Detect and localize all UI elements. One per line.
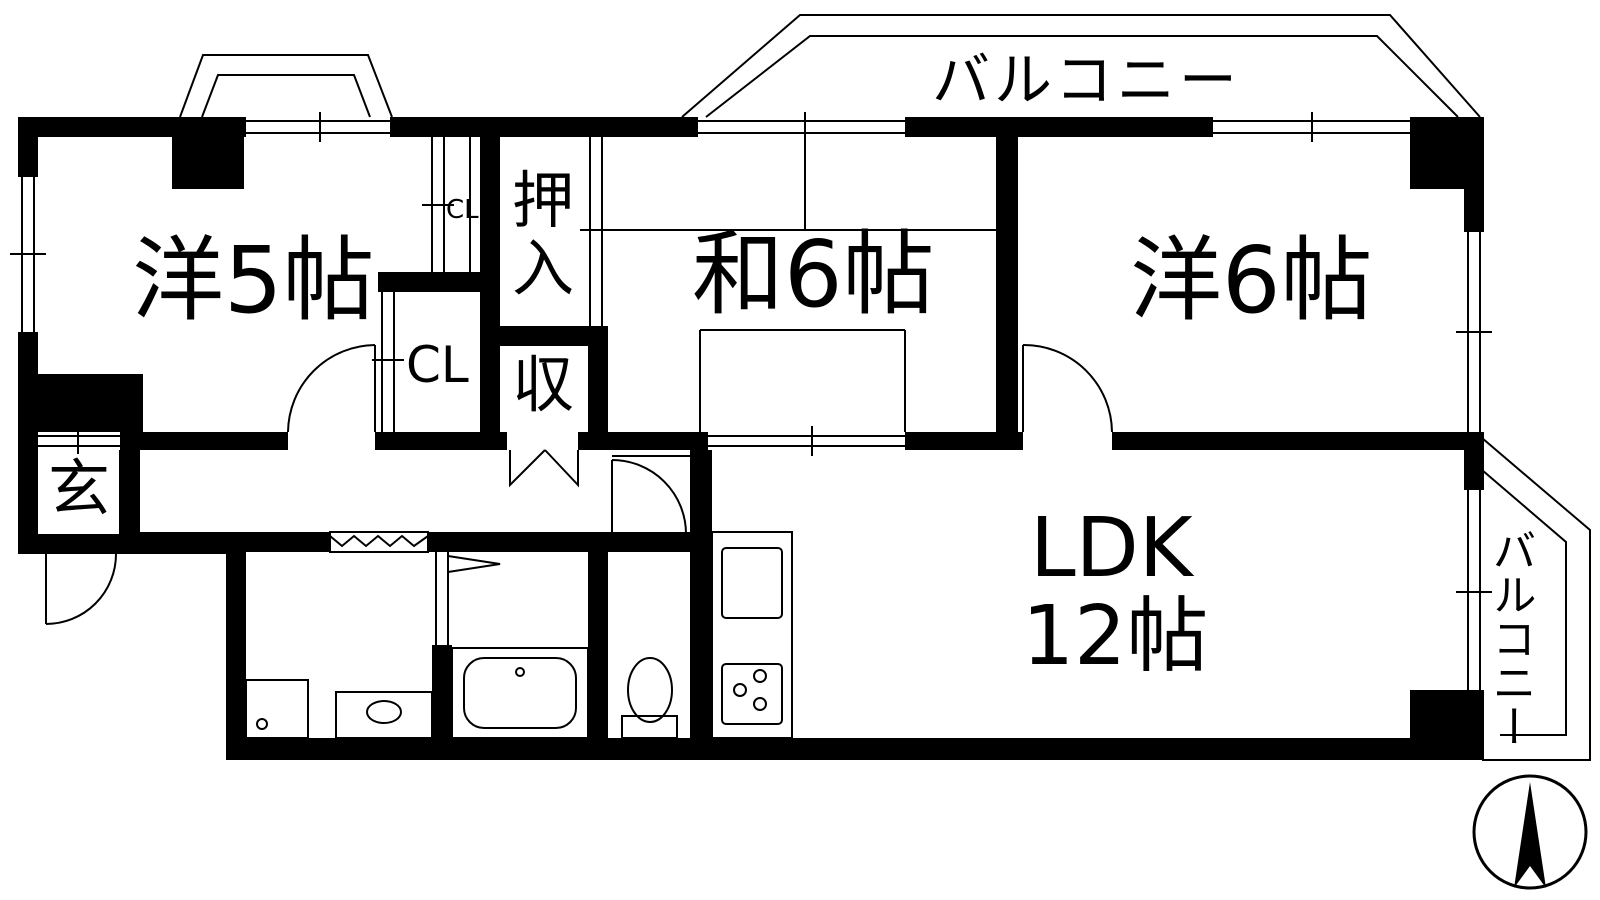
room-label-western-5: 洋5帖 [132,227,375,334]
oshiire-label-top: 押 [512,164,574,237]
balcony-small-outline [179,54,393,118]
washbasin-icon [335,691,433,739]
oshiire-label-bottom: 入 [512,232,574,305]
door-swings [45,343,1113,625]
entrance-label: 玄 [48,452,110,525]
washing-machine-icon [245,679,309,739]
storage-label: 収 [512,348,574,421]
balcony-top-label: バルコニー [932,46,1241,114]
interior-lines [38,137,996,645]
north-arrow-icon [1472,774,1588,890]
bathtub-icon [451,647,589,739]
walls [18,117,1484,760]
stove-icon [721,663,783,725]
room-label-western-6: 洋6帖 [1130,227,1373,334]
fixtures [245,531,793,739]
room-label-ldk-size: 12帖 [1022,589,1208,684]
kitchen-counter [711,531,793,739]
balcony-top-outline [681,14,1481,118]
room-label-japanese-6: 和6帖 [692,221,935,328]
closet-label-large: CL [406,336,469,394]
windows [10,112,1492,697]
toilet-icon [627,657,673,723]
closet-label-small: CL [446,195,479,225]
sink-icon [721,547,783,619]
room-label-ldk: LDK [1030,501,1195,596]
shoe-box-label: 下足箱 [36,402,108,430]
balcony-right-label: バルコニー [1485,528,1536,748]
balcony-right-outline [1481,437,1591,761]
